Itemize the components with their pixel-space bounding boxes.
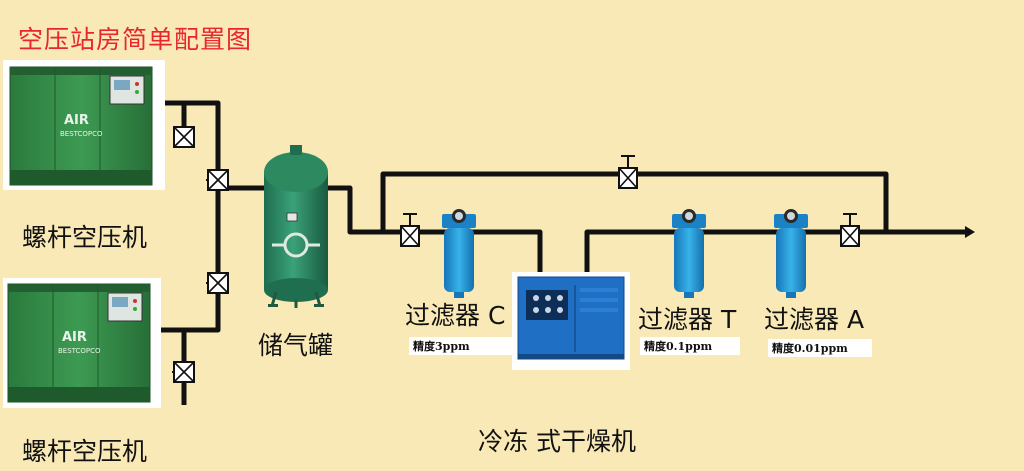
compressor-1-logo: AIR: [64, 113, 89, 128]
filter-a-precision: 精度0.01ppm: [768, 339, 872, 357]
valve-manifold-lower[interactable]: [206, 272, 229, 294]
filter-a-label: 过滤器 A: [764, 305, 865, 334]
valve-compressor-2[interactable]: [172, 361, 195, 383]
valve-outlet[interactable]: [840, 213, 860, 247]
outlet-arrow-icon: [965, 226, 975, 238]
valve-manifold-upper[interactable]: [206, 169, 229, 191]
air-tank[interactable]: [264, 145, 328, 308]
compressor-2-logo: AIR: [62, 330, 87, 345]
filter-c-precision: 精度3ppm: [409, 337, 513, 355]
compressor-1[interactable]: [3, 60, 165, 190]
dryer-panel-icon: [526, 290, 568, 320]
valve-filter-c-inlet[interactable]: [400, 213, 420, 247]
refrigerated-dryer[interactable]: [512, 272, 630, 370]
filter-a[interactable]: [774, 209, 808, 298]
dryer-label: 冷冻 式干燥机: [478, 427, 636, 456]
filter-t-label: 过滤器 T: [638, 305, 737, 334]
compressor-1-brand: BESTCOPCO: [60, 130, 103, 138]
valve-compressor-1[interactable]: [173, 125, 195, 148]
page-title: 空压站房简单配置图: [18, 25, 253, 54]
filter-t-precision: 精度0.1ppm: [640, 337, 740, 355]
filter-t[interactable]: [672, 209, 706, 298]
filter-c-label: 过滤器 C: [405, 301, 506, 330]
tank-label: 储气罐: [258, 331, 334, 360]
compressor-2-brand: BESTCOPCO: [58, 347, 101, 355]
compressor-2[interactable]: [3, 278, 161, 408]
valve-bypass[interactable]: [618, 155, 638, 189]
filter-c[interactable]: [442, 209, 476, 298]
compressor-1-label: 螺杆空压机: [22, 223, 148, 252]
pipe-tank-to-filter-c: [330, 185, 543, 275]
compressor-2-label: 螺杆空压机: [22, 437, 148, 466]
